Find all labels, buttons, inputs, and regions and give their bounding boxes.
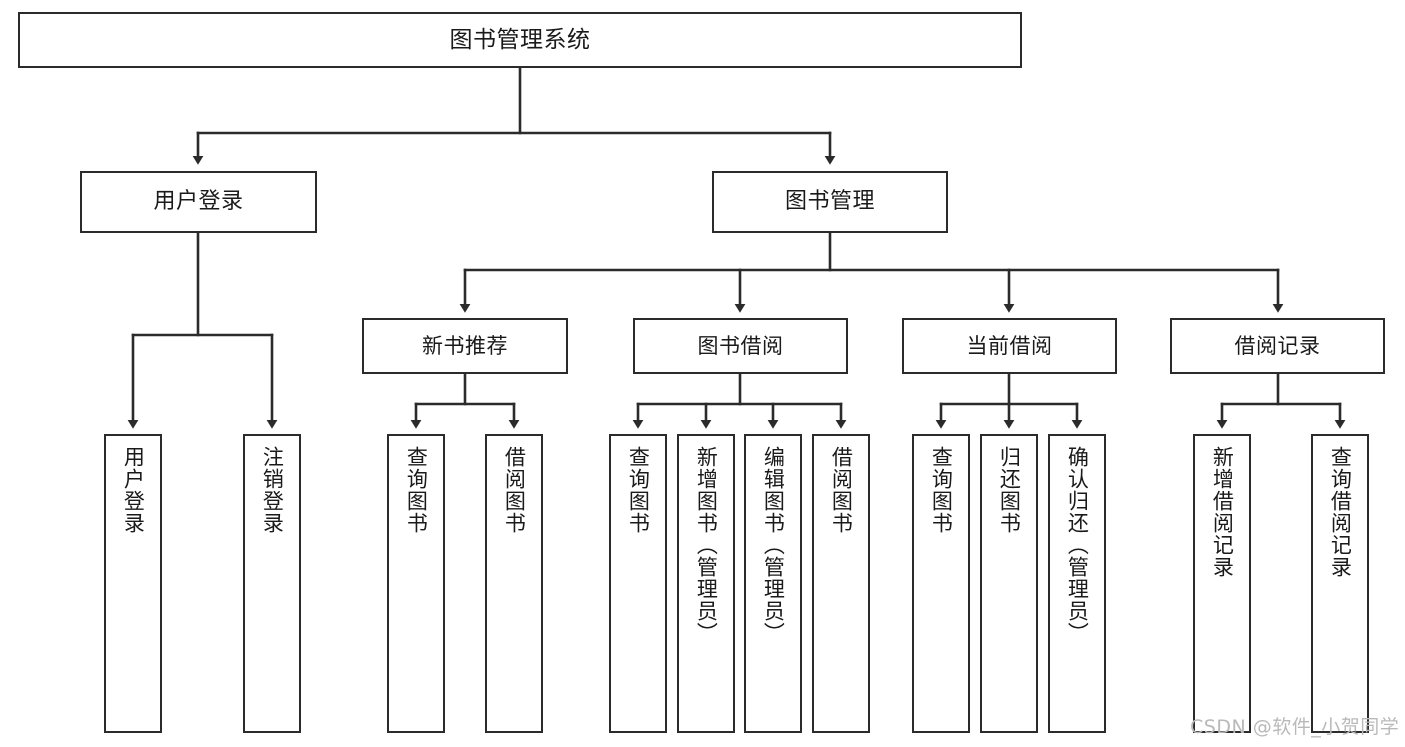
node-new-book-recommend[interactable]: 新书推荐 bbox=[362, 318, 568, 374]
node-user-login-label: 用户登录 bbox=[153, 189, 244, 215]
leaf-user-login-label: 用户登录 bbox=[121, 446, 146, 534]
node-book-management[interactable]: 图书管理 bbox=[712, 171, 948, 233]
leaf-add-record[interactable]: 新增借阅记录 bbox=[1193, 434, 1251, 733]
leaf-query-book-3-label: 查询图书 bbox=[929, 446, 954, 534]
node-book-borrow-label: 图书借阅 bbox=[697, 333, 784, 358]
leaf-logout-login[interactable]: 注销登录 bbox=[243, 434, 301, 733]
node-new-book-recommend-label: 新书推荐 bbox=[422, 333, 508, 358]
node-borrow-record-label: 借阅记录 bbox=[1234, 333, 1321, 358]
leaf-query-record-label: 查询借阅记录 bbox=[1328, 446, 1353, 578]
leaf-query-book-1-label: 查询图书 bbox=[404, 446, 429, 534]
node-current-borrow-label: 当前借阅 bbox=[966, 333, 1053, 358]
leaf-borrow-book-1[interactable]: 借阅图书 bbox=[485, 434, 543, 733]
leaf-query-book-3[interactable]: 查询图书 bbox=[912, 434, 970, 733]
leaf-return-book[interactable]: 归还图书 bbox=[980, 434, 1038, 733]
node-book-management-label: 图书管理 bbox=[784, 189, 875, 215]
leaf-borrow-book-2[interactable]: 借阅图书 bbox=[812, 434, 870, 733]
leaf-edit-book-label: 编辑图书（管理员） bbox=[761, 446, 786, 644]
leaf-edit-book[interactable]: 编辑图书（管理员） bbox=[744, 434, 802, 733]
leaf-borrow-book-2-label: 借阅图书 bbox=[829, 446, 854, 534]
node-book-borrow[interactable]: 图书借阅 bbox=[633, 318, 848, 374]
leaf-return-book-label: 归还图书 bbox=[997, 446, 1022, 534]
leaf-confirm-return[interactable]: 确认归还（管理员） bbox=[1048, 434, 1106, 733]
node-root[interactable]: 图书管理系统 bbox=[18, 12, 1022, 68]
leaf-query-book-2[interactable]: 查询图书 bbox=[609, 434, 667, 733]
leaf-add-book[interactable]: 新增图书（管理员） bbox=[677, 434, 735, 733]
node-user-login[interactable]: 用户登录 bbox=[80, 171, 317, 233]
leaf-user-login[interactable]: 用户登录 bbox=[104, 434, 162, 733]
leaf-add-book-label: 新增图书（管理员） bbox=[694, 446, 719, 644]
leaf-query-record[interactable]: 查询借阅记录 bbox=[1311, 434, 1369, 733]
node-borrow-record[interactable]: 借阅记录 bbox=[1170, 318, 1385, 374]
csdn-watermark: CSDN @软件_小贺同学 bbox=[1190, 716, 1400, 738]
node-root-label: 图书管理系统 bbox=[449, 26, 591, 53]
leaf-query-book-2-label: 查询图书 bbox=[626, 446, 651, 534]
leaf-logout-login-label: 注销登录 bbox=[260, 446, 285, 534]
leaf-borrow-book-1-label: 借阅图书 bbox=[502, 446, 527, 534]
node-current-borrow[interactable]: 当前借阅 bbox=[902, 318, 1117, 374]
leaf-query-book-1[interactable]: 查询图书 bbox=[387, 434, 445, 733]
leaf-confirm-return-label: 确认归还（管理员） bbox=[1065, 446, 1090, 644]
leaf-add-record-label: 新增借阅记录 bbox=[1210, 446, 1235, 578]
